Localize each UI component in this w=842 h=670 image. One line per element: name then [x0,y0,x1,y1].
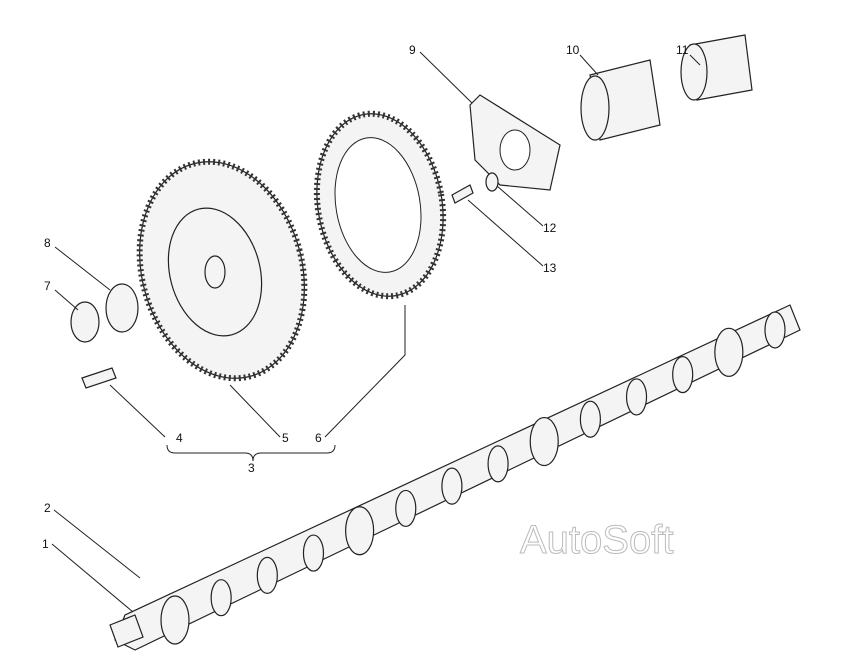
cam-lobe [487,445,509,483]
bolt [81,367,117,389]
cam-lobe [302,534,325,572]
camshaft-journal [345,506,375,556]
gear-ring [313,110,447,300]
washer [485,172,499,192]
camshaft-gear [136,158,308,382]
cam-lobe [210,579,232,617]
plate-bolt [451,184,474,204]
cam-lobe [764,311,786,349]
callout-11: 11 [676,43,689,57]
callout-10: 10 [566,43,580,57]
callout-12: 12 [543,221,557,235]
callout-13: 13 [543,261,557,275]
camshaft-journal [160,595,190,645]
callout-4: 4 [176,431,183,445]
callout-8: 8 [44,236,51,250]
cam-lobe [625,378,648,416]
cam-lobe [579,400,601,438]
callout-5: 5 [282,431,289,445]
leader-lines [51,51,701,613]
callout-7: 7 [44,279,51,293]
callout-3: 3 [248,461,255,475]
camshaft [109,304,801,651]
nut [70,301,100,343]
bushing [580,59,661,141]
cam-lobe [672,356,694,394]
callout-1: 1 [42,537,49,551]
cam-lobe [441,467,463,505]
watermark: AutoSoft [520,518,673,562]
callout-9: 9 [409,43,416,57]
cam-lobe [395,489,417,528]
cam-lobe [256,556,278,594]
camshaft-journal [529,416,559,467]
bushing [680,34,753,101]
lock-washer [105,283,139,333]
callout-2: 2 [44,501,51,515]
callout-6: 6 [315,431,322,445]
plate-hole [499,129,531,171]
camshaft-journal [714,327,744,377]
